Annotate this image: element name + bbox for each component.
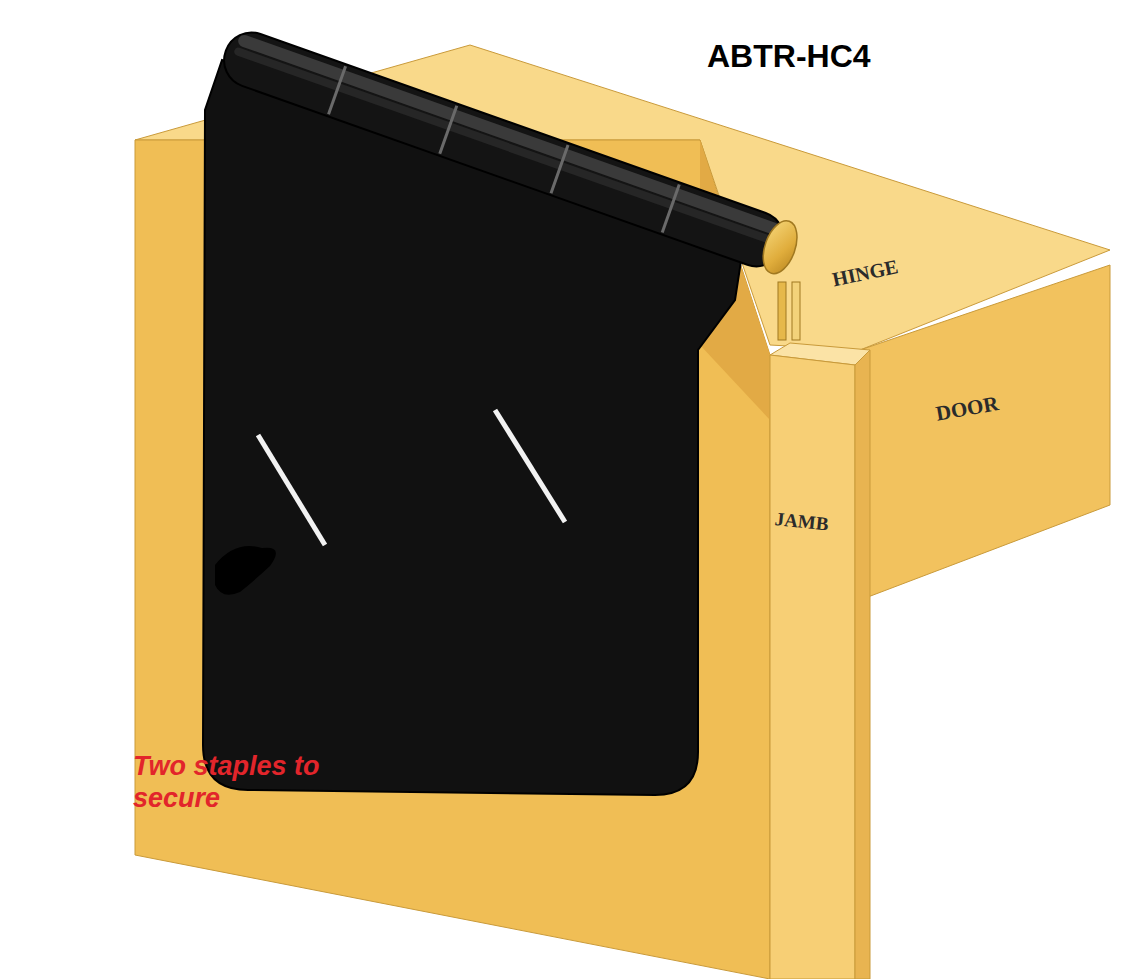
- hinge-leaf: [792, 282, 800, 340]
- mark: [215, 546, 276, 595]
- cover-plate: [203, 60, 745, 795]
- hinge-leaf: [778, 282, 786, 340]
- staple: [258, 435, 325, 545]
- staple: [495, 410, 565, 522]
- door-face: [860, 265, 1110, 600]
- jamb-side: [855, 350, 870, 979]
- jamb-face: [770, 355, 855, 979]
- model-title: ABTR-HC4: [707, 38, 871, 75]
- note-text: Two staples to secure: [133, 750, 333, 815]
